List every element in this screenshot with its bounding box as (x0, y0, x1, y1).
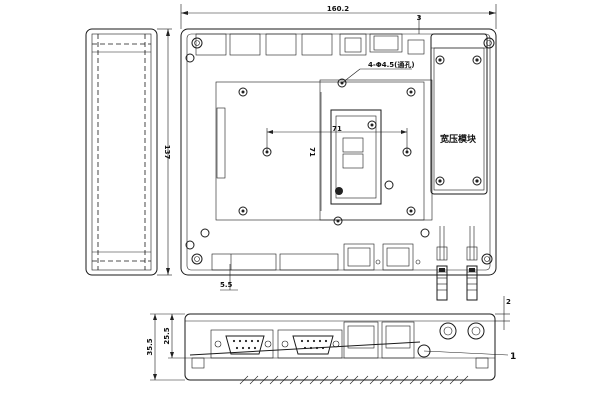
hole-spec-label: 4-Φ4.5(通孔) (368, 60, 415, 69)
dim-top-width-label: 160.2 (327, 5, 349, 13)
dim-side-gap: 2 (495, 296, 511, 330)
wide-voltage-module: 宽压模块 (430, 33, 488, 195)
terminal-right (466, 265, 478, 301)
side-view-outline (85, 28, 158, 276)
bottom-connectors (211, 243, 421, 271)
front-view-outline (184, 313, 496, 381)
top-view: 71 71 4-Φ4.5(通孔) 宽压模块 (180, 14, 497, 301)
top-view-inner (186, 33, 491, 271)
dim-side-height-label: 137 (163, 145, 171, 160)
dim-inner-71: 71 71 (266, 92, 408, 211)
cpu-area (319, 78, 433, 226)
front-round-terminals (417, 322, 485, 358)
dim-side-height: 137 (157, 28, 172, 276)
db9-port-left (210, 329, 274, 359)
hole-spec-callout: 4-Φ4.5(通孔) (341, 60, 415, 84)
dim-inner-v-label: 71 (308, 147, 316, 157)
dim-small-markers: 3 5.5 (220, 14, 422, 291)
dim-height-small-label: 25.5 (163, 327, 171, 344)
side-view (85, 28, 158, 276)
vent-hatch (239, 375, 469, 385)
cpu-socket (330, 109, 382, 205)
terminal-left (436, 265, 448, 301)
side-view-inner (91, 33, 152, 271)
dim-side-gap-label: 2 (506, 298, 511, 306)
callout-1: 1 (423, 350, 516, 362)
module-label: 宽压模块 (439, 133, 477, 145)
dim-offset-bottom-label: 5.5 (220, 281, 233, 289)
dim-front-heights: 35.5 25.5 (146, 313, 185, 381)
dim-offset-right-label: 3 (417, 14, 422, 22)
module-outline (430, 33, 488, 195)
callout-1-label: 1 (510, 352, 516, 362)
dim-inner-h-label: 71 (332, 125, 342, 133)
terminal-posts (436, 226, 478, 301)
db9-port-right (277, 329, 343, 359)
dim-top-width: 160.2 (180, 4, 497, 29)
dim-height-total-label: 35.5 (146, 338, 154, 355)
top-view-outline (180, 28, 497, 276)
rj45-ports (343, 321, 415, 359)
front-view: 1 2 (184, 296, 516, 385)
top-connectors (195, 33, 425, 56)
corner-holes (185, 37, 495, 265)
